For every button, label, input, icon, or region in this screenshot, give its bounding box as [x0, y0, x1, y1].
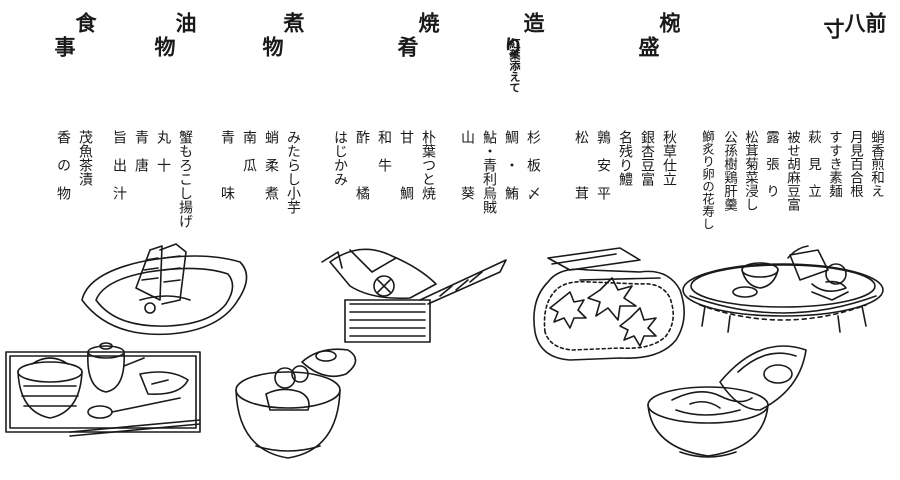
dish-item: 和 牛 [376, 130, 392, 186]
course-title-char: 食 [73, 12, 98, 33]
course-title: 前 八 寸 [821, 12, 888, 45]
course-title: 油 物 [152, 12, 198, 81]
dish-item: 茂魚茶漬 [77, 130, 93, 186]
dish-item: はじかみ [332, 130, 348, 186]
dish-list: 杉 板 〆 鯛 ・ 鮪 鮎・青利烏賊 山 葵 [456, 130, 544, 250]
course-column-yakizakana: 焼 肴 朴葉つと焼 甘 鯛 和 牛 酢 橘 はじかみ [332, 12, 445, 262]
course-column-wanmori: 椀 盛 秋草仕立 銀杏豆富 名残り鱧 鶉 安 平 松 茸 [573, 12, 686, 262]
dish-list: 秋草仕立 銀杏豆富 名残り鱧 鶉 安 平 松 茸 [570, 130, 680, 250]
course-title: 食 事 [52, 12, 98, 81]
dish-item: 鶉 安 平 [595, 130, 611, 200]
dish-item: すすき素麺 [826, 130, 842, 198]
dish-item: 露 張 り [763, 130, 779, 198]
dish-item: 青 味 [219, 130, 235, 200]
dish-list: 茂魚茶漬 香 の 物 [52, 130, 96, 250]
dish-item: 丸 十 [155, 130, 171, 186]
dish-item: 鯛 ・ 鮪 [503, 130, 519, 200]
course-title-char: 物 [152, 36, 177, 57]
course-title-char: 煮 [281, 12, 306, 33]
course-column-aburamono: 油 物 蟹もろこし揚げ 丸 十 青 唐 旨 出 汁 [92, 12, 202, 262]
dish-item: 酢 橘 [354, 130, 370, 200]
dish-item: 香 の 物 [55, 130, 71, 200]
course-note: 紅葉添えて [508, 38, 521, 93]
course-title-char: り [500, 36, 525, 57]
dish-item: 公孫樹鶏肝羹 [721, 130, 737, 211]
course-column-zensun: 前 八 寸 蛸香煎和え 月見百合根 すすき素麺 萩 見 立 被せ胡麻豆富 露 張… [700, 12, 892, 262]
dish-item: 萩 見 立 [805, 130, 821, 198]
course-title-char: 造 [521, 12, 546, 33]
zensun-tray-illustration [682, 245, 884, 333]
course-title-char: 事 [52, 36, 77, 57]
course-title: 造 り [500, 12, 546, 81]
dish-item: 名残り鱧 [617, 130, 633, 186]
dish-item: 蛸 柔 煮 [263, 130, 279, 200]
grilled-hoba-box-illustration [321, 248, 507, 343]
dish-item: 蟹もろこし揚げ [177, 130, 193, 228]
course-title-char: 椀 [657, 12, 682, 33]
dish-list: 朴葉つと焼 甘 鯛 和 牛 酢 橘 はじかみ [329, 130, 439, 250]
dish-item: 被せ胡麻豆富 [784, 130, 800, 211]
dish-list: みたらし小芋 蛸 柔 煮 南 瓜 青 味 [216, 130, 304, 250]
dish-list: 蛸香煎和え 月見百合根 すすき素麺 萩 見 立 被せ胡麻豆富 露 張 り 松茸菊… [697, 130, 886, 250]
course-title: 焼 肴 [395, 12, 441, 81]
dish-item: 秋草仕立 [661, 130, 677, 186]
dish-item: 鮎・青利烏賊 [481, 130, 497, 214]
dish-item: みたらし小芋 [285, 130, 301, 214]
course-title-char: 油 [173, 12, 198, 33]
course-title-char: 寸 [821, 18, 846, 39]
simmered-bowl-illustration [235, 348, 357, 459]
dish-item: 青 唐 [133, 130, 149, 186]
course-title-char: 八 [842, 12, 867, 33]
dish-item: 銀杏豆富 [639, 130, 655, 186]
rice-meal-set-illustration [5, 342, 201, 437]
dish-item: 朴葉つと焼 [420, 130, 436, 200]
course-title-char: 肴 [395, 36, 420, 57]
fried-dish-plate-illustration [81, 243, 248, 336]
dish-item: 松茸菊菜浸し [742, 130, 758, 211]
course-title-char: 物 [260, 36, 285, 57]
dish-item: 山 葵 [459, 130, 475, 200]
course-column-nimono: 煮 物 みたらし小芋 蛸 柔 煮 南 瓜 青 味 [200, 12, 310, 262]
dish-item: 杉 板 〆 [525, 130, 541, 200]
sashimi-plate-illustration [533, 247, 685, 361]
dish-item: 月見百合根 [847, 130, 863, 198]
course-title: 椀 盛 [636, 12, 682, 81]
soup-bowl-illustration [647, 345, 807, 458]
course-column-tsukuri: 造 り 紅葉添えて 杉 板 〆 鯛 ・ 鮪 鮎・青利烏賊 山 葵 [440, 12, 550, 262]
course-title-char: 前 [863, 12, 888, 33]
dish-item: 南 瓜 [241, 130, 257, 186]
dish-item: 鰤炙り卵の花寿し [700, 130, 715, 230]
dish-item: 甘 鯛 [398, 130, 414, 200]
dish-item: 松 茸 [573, 130, 589, 200]
dish-list: 蟹もろこし揚げ 丸 十 青 唐 旨 出 汁 [108, 130, 196, 250]
dish-item: 蛸香煎和え [868, 130, 884, 198]
course-column-shokuji: 食 事 茂魚茶漬 香 の 物 [0, 12, 102, 262]
dish-item: 旨 出 汁 [111, 130, 127, 200]
course-title-char: 焼 [416, 12, 441, 33]
course-title: 煮 物 [260, 12, 306, 81]
course-title-char: 盛 [636, 36, 661, 57]
